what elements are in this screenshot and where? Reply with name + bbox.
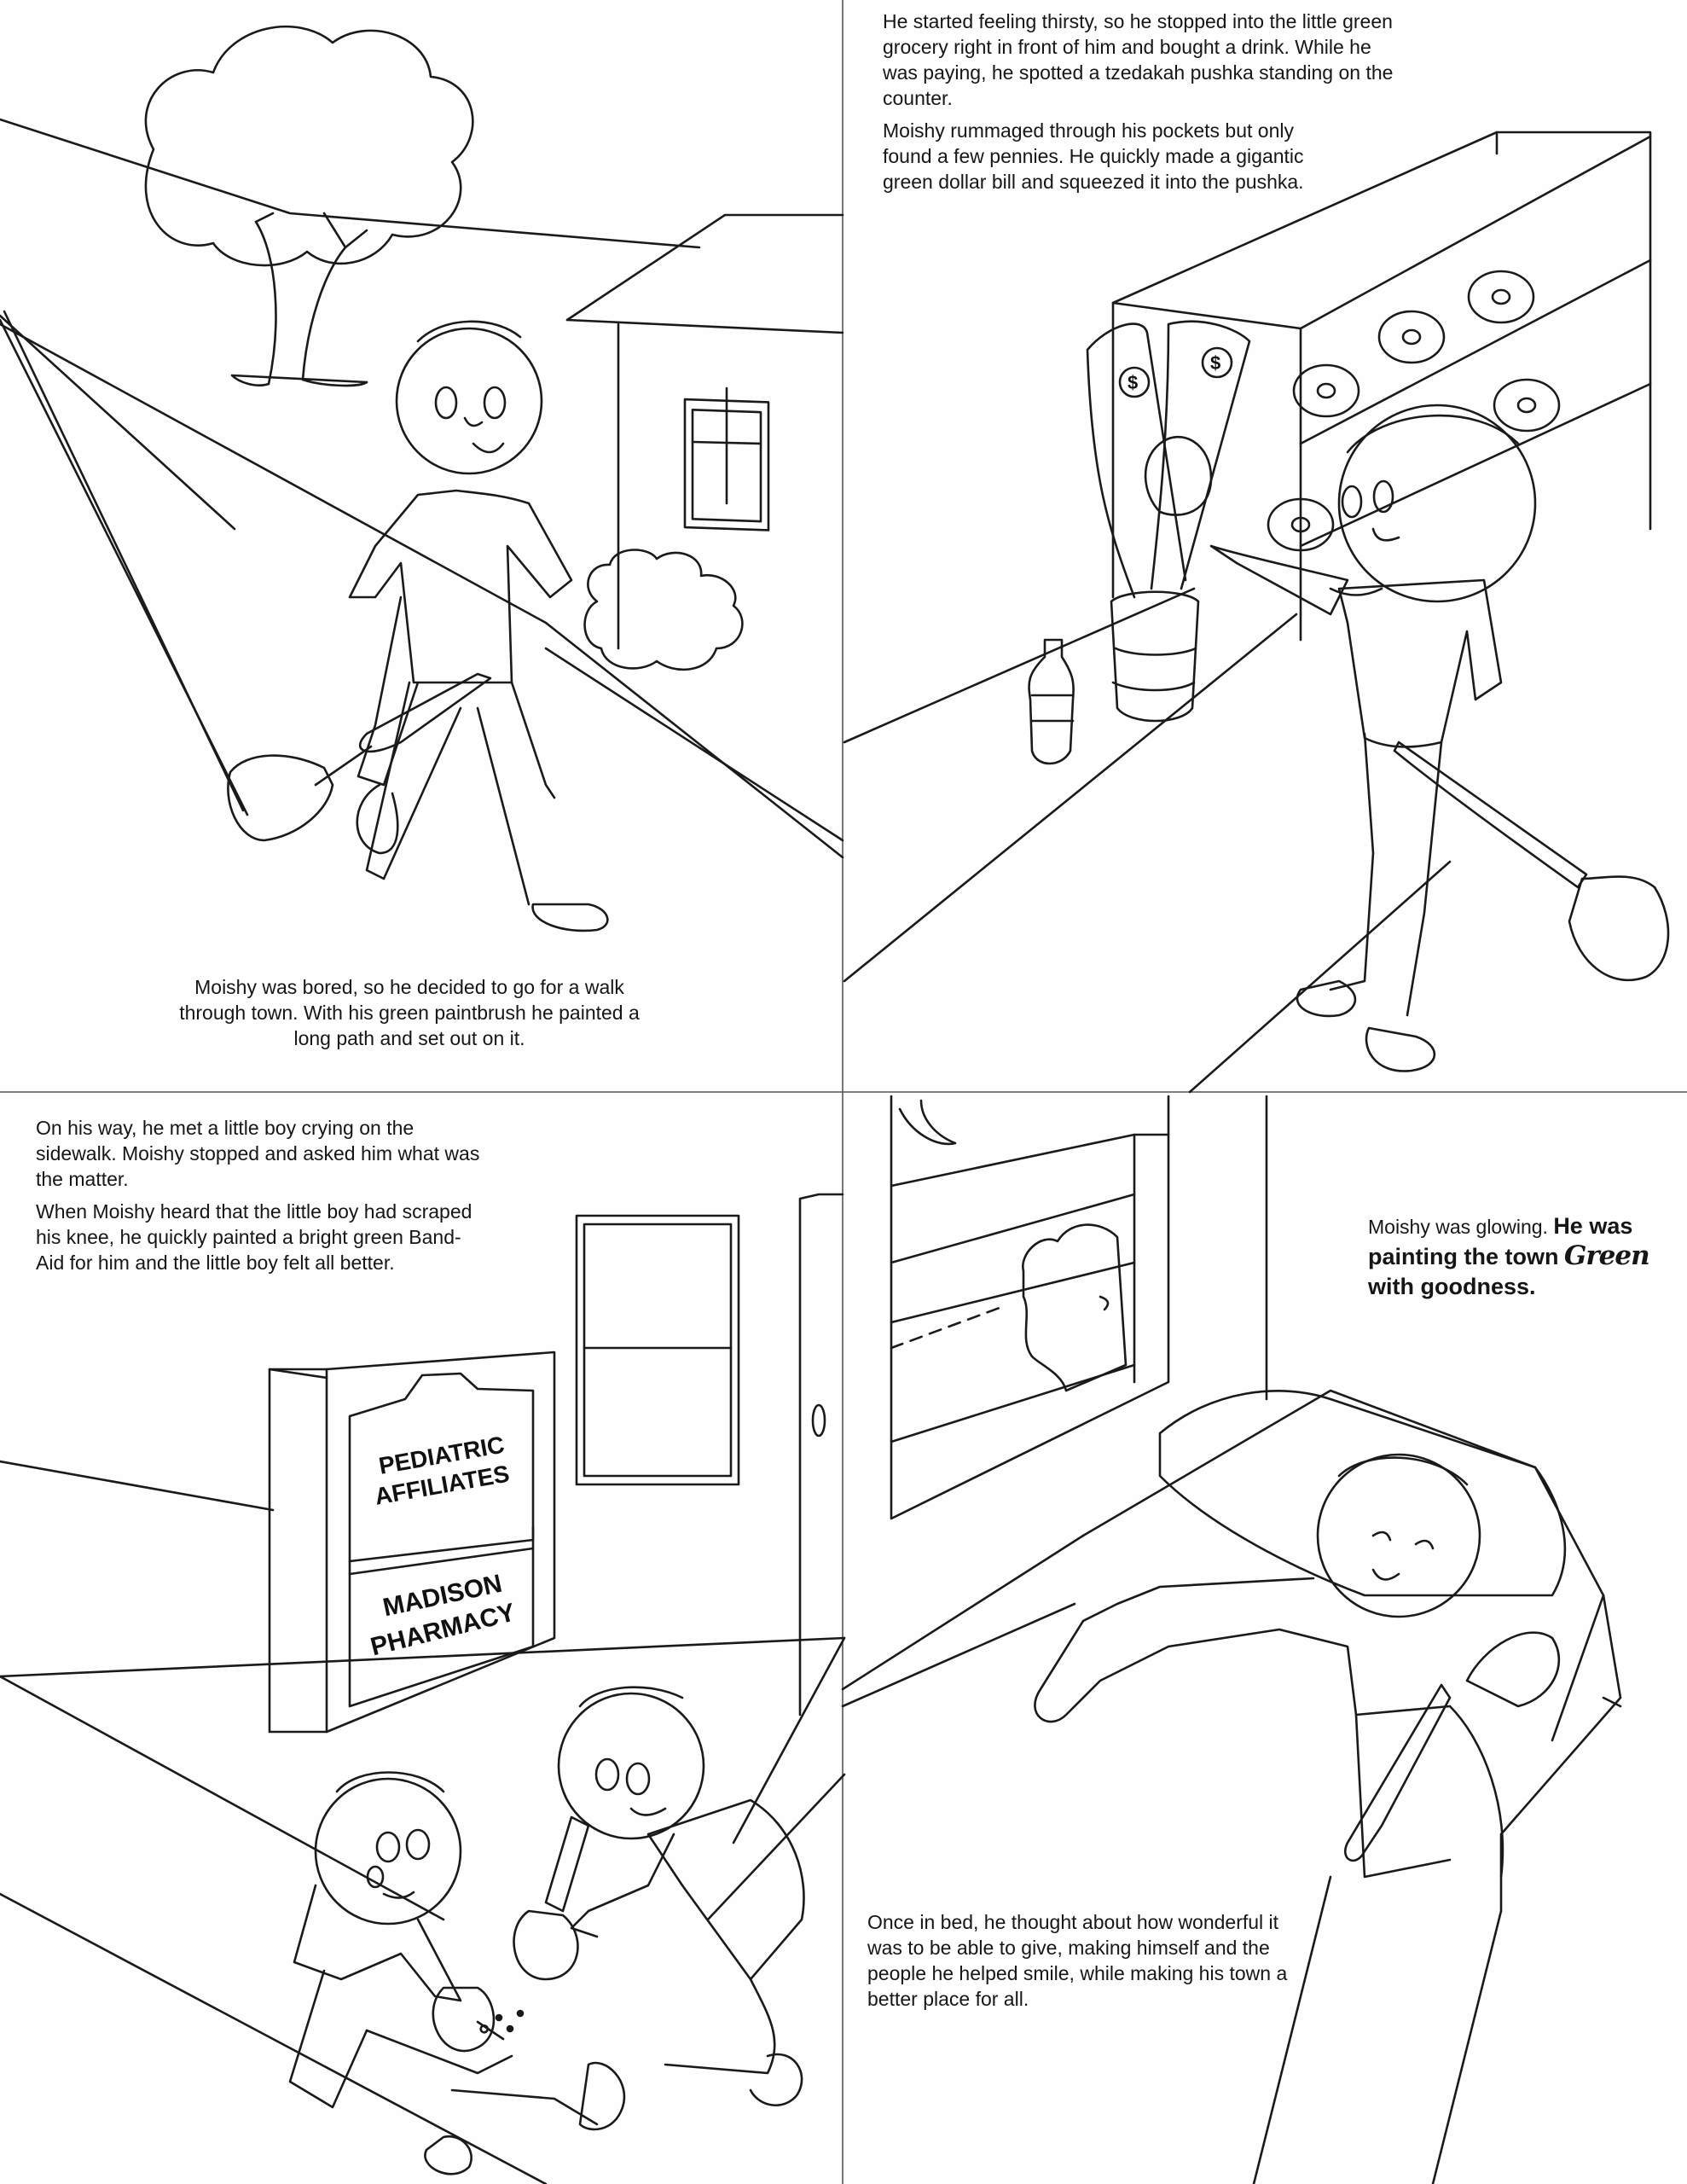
sidewalk-caption: On his way, he met a little boy crying o… [36, 1115, 488, 1282]
grocery-paragraph-2: Moishy rummaged through his pockets but … [883, 119, 1304, 193]
tree-drawing [146, 26, 472, 386]
bedtime-caption: Once in bed, he thought about how wonder… [867, 1909, 1311, 2018]
glowing-bold-text-1: He was painting the town [1368, 1213, 1633, 1269]
green-script-word: Green [1563, 1240, 1650, 1271]
house-drawing [567, 215, 843, 670]
sidewalk-scene [0, 1194, 844, 2184]
moishy-sleeping-figure [1035, 1455, 1558, 1877]
sidewalk-paragraph-2: When Moishy heard that the little boy ha… [36, 1200, 472, 1274]
pushka-drawing [1087, 322, 1249, 721]
moishy-walking-figure [228, 322, 607, 931]
moishy-kneeling-figure [514, 1687, 804, 2106]
glowing-callout: Moishy was glowing. He was painting the … [1368, 1211, 1675, 1302]
pharmacy-sign-drawing [270, 1352, 554, 1732]
soda-bottle-drawing [1029, 640, 1074, 764]
grocery-caption: He started feeling thirsty, so he stoppe… [883, 9, 1394, 201]
dollar-sign-right: $ [1210, 352, 1220, 374]
bed-drawing [843, 1391, 1620, 2184]
grocery-scene [844, 132, 1668, 1092]
bedtime-caption-text: Once in bed, he thought about how wonder… [867, 1911, 1288, 2010]
dollar-sign-left: $ [1128, 372, 1138, 393]
bedtime-scene [843, 1096, 1620, 2184]
sidewalk-paragraph-1: On his way, he met a little boy crying o… [36, 1117, 480, 1190]
bedroom-window-drawing [891, 1096, 1267, 1519]
walk-caption-text: Moishy was bored, so he decided to go fo… [179, 976, 640, 1049]
display-case-drawing [1113, 132, 1650, 640]
glowing-plain-text: Moishy was glowing. [1368, 1216, 1548, 1238]
donut-row [1268, 271, 1559, 550]
crying-boy-figure [290, 1773, 624, 2175]
glowing-bold-text-2: with goodness. [1368, 1274, 1536, 1299]
walk-scene [0, 26, 843, 931]
walk-caption: Moishy was bored, so he decided to go fo… [171, 974, 648, 1058]
grocery-paragraph-1: He started feeling thirsty, so he stoppe… [883, 10, 1394, 109]
moishy-shopping-figure [1211, 405, 1668, 1071]
